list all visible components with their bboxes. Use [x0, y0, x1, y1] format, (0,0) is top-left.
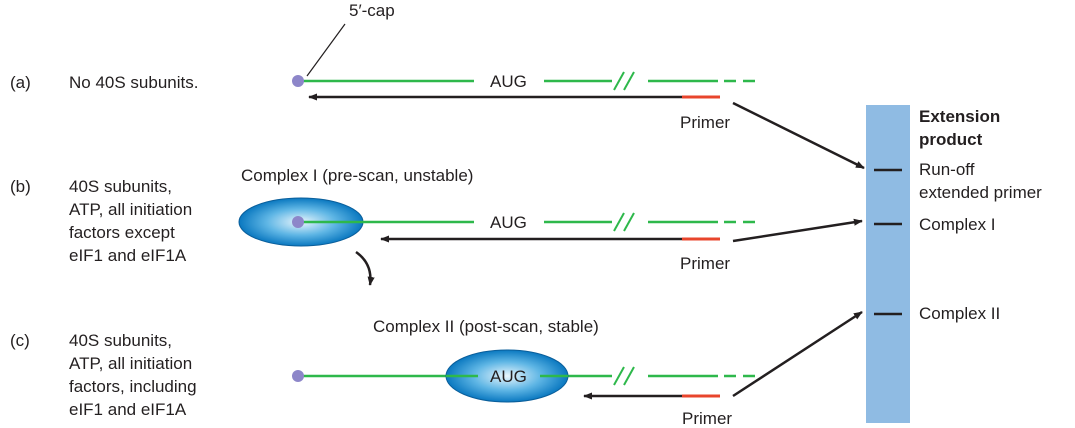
row-c-description-3: factors, including [69, 377, 197, 396]
row-c-description-2: ATP, all initiation [69, 354, 192, 373]
row-c-complex-title: Complex II (post-scan, stable) [373, 317, 599, 336]
row-b-cap [292, 216, 304, 228]
row-a-break-mark [613, 71, 635, 91]
row-b-description-2: ATP, all initiation [69, 200, 192, 219]
row-b-codon: AUG [490, 213, 527, 232]
row-a-primer-label: Primer [680, 113, 730, 132]
row-b-description-3: factors except [69, 223, 175, 242]
row-c-cap [292, 370, 304, 382]
row-a-letter: (a) [10, 73, 31, 92]
row-a-to-gel-arrow [732, 101, 865, 170]
row-c-break-mark [613, 366, 635, 386]
row-b-primer-label: Primer [680, 254, 730, 273]
row-a-codon: AUG [490, 72, 527, 91]
row-b-description-1: 40S subunits, [69, 177, 172, 196]
row-c-letter: (c) [10, 331, 30, 350]
row-b-complex-title: Complex I (pre-scan, unstable) [241, 166, 473, 185]
row-a-description-1: No 40S subunits. [69, 73, 198, 92]
gel-title-line-1: Extension [919, 107, 1000, 126]
row-a: (a) No 40S subunits. 5′-cap AUG Primer [10, 1, 865, 170]
band-label-complex-1: Complex I [919, 215, 996, 234]
band-label-runoff-2: extended primer [919, 183, 1042, 202]
row-c-primer-label: Primer [682, 409, 732, 428]
row-b-description-4: eIF1 and eIF1A [69, 246, 187, 265]
gel-title-line-2: product [919, 130, 983, 149]
band-label-complex-2: Complex II [919, 304, 1000, 323]
row-c-to-gel-arrow [732, 310, 863, 398]
cap-pointer [306, 23, 346, 77]
row-c-description-4: eIF1 and eIF1A [69, 400, 187, 419]
band-label-runoff-1: Run-off [919, 160, 975, 179]
row-c-description-1: 40S subunits, [69, 331, 172, 350]
row-b-break-mark [613, 212, 635, 232]
row-b-to-gel-arrow [732, 218, 863, 243]
gel-lane [866, 105, 910, 423]
row-b: (b) 40S subunits, ATP, all initiation fa… [10, 166, 863, 286]
cap-label: 5′-cap [349, 1, 395, 20]
scan-transition-arrow [355, 250, 375, 286]
row-a-cap [292, 75, 304, 87]
row-c-codon: AUG [490, 367, 527, 386]
row-c: (c) 40S subunits, ATP, all initiation fa… [10, 310, 863, 428]
row-b-letter: (b) [10, 177, 31, 196]
